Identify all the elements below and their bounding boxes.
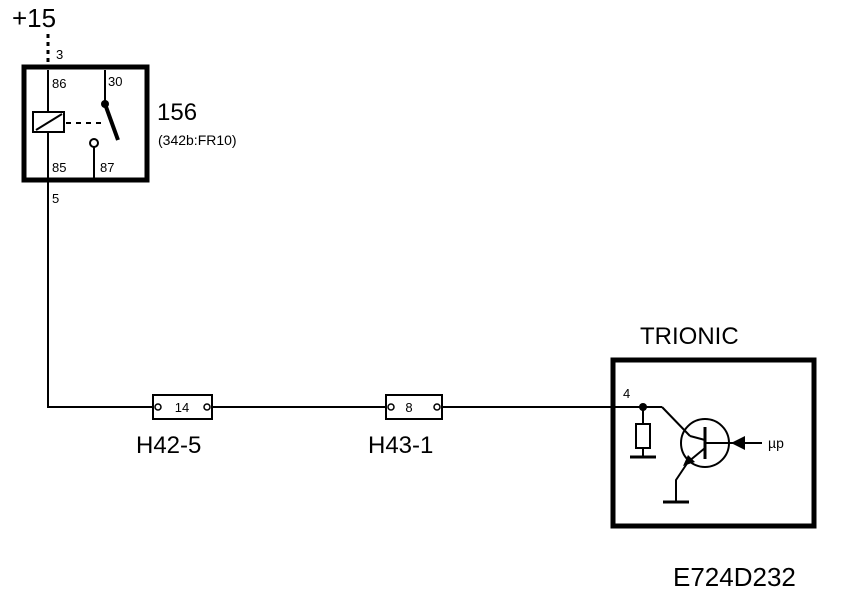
connector-label-h42-5: H42-5	[136, 432, 201, 459]
ecu-box	[610, 357, 817, 529]
connector-pin: 14	[175, 400, 189, 415]
relay-pin-86: 86	[52, 76, 66, 91]
coil-diagonal	[35, 113, 63, 131]
supply-label: +15	[12, 3, 56, 33]
relay-number: 156	[157, 99, 197, 126]
relay-box	[21, 64, 150, 183]
collector-lead	[661, 406, 691, 437]
relay-pin-87: 87	[100, 160, 114, 175]
connector-dot-right	[433, 403, 441, 411]
connector-h43-1: 8	[385, 394, 443, 420]
relay-pin-30: 30	[108, 74, 122, 89]
contact-87-terminal	[89, 138, 99, 148]
switch-arm	[103, 103, 120, 141]
ecu-title: TRIONIC	[640, 323, 739, 350]
connector-label-h43-1: H43-1	[368, 432, 433, 459]
resistor	[635, 423, 651, 449]
connector-body	[152, 394, 213, 420]
connector-dot-right	[203, 403, 211, 411]
collector-inner	[689, 435, 706, 441]
microprocessor-label: µp	[768, 435, 784, 451]
connector-body	[385, 394, 443, 420]
relay-156: 86 30 85 87	[21, 64, 150, 183]
emitter-to-ground	[675, 461, 689, 502]
relay-pin-85: 85	[52, 160, 66, 175]
diagram-code: E724D232	[673, 562, 796, 592]
ecu-trionic: 4 µp	[610, 357, 817, 529]
main-wire-a	[47, 182, 153, 408]
base-drive-arrow	[731, 436, 745, 450]
relay-reference: (342b:FR10)	[158, 132, 237, 148]
connector-dot-left	[387, 403, 395, 411]
wire-number-in: 3	[56, 47, 63, 62]
connector-h42-5: 14	[152, 394, 213, 420]
connector-pin: 8	[405, 400, 412, 415]
ecu-pin-4: 4	[623, 386, 630, 401]
wire-number-out: 5	[52, 191, 59, 206]
connector-dot-left	[154, 403, 162, 411]
